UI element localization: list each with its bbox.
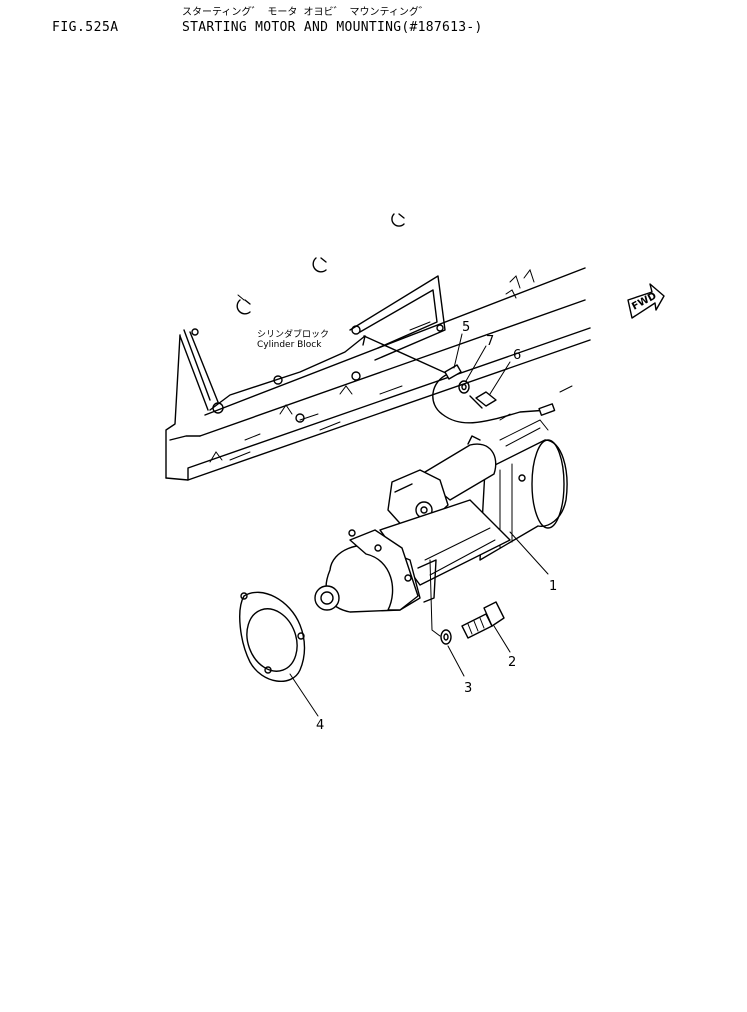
cylinder-block: [165, 213, 591, 481]
callout-4: 4: [316, 718, 324, 733]
washer-part-7: [458, 380, 470, 394]
callout-5: 5: [462, 320, 470, 335]
title-english: STARTING MOTOR AND MOUNTING(#187613-): [182, 20, 483, 35]
starting-motor: [314, 419, 568, 613]
callout-2: 2: [508, 655, 516, 670]
callout-leaders: [289, 333, 549, 717]
cylinder-block-label-jp: シリンダブロック: [257, 328, 329, 340]
bolt-part-2: [461, 601, 505, 639]
ground-cable: [363, 335, 556, 424]
title-japanese: スターティング゛ モータ オヨビ゛ マウンティング゛: [182, 7, 429, 18]
washer-part-3: [429, 559, 452, 645]
callout-7: 7: [486, 334, 494, 349]
callout-3: 3: [464, 681, 472, 696]
callout-6: 6: [513, 348, 521, 363]
cylinder-block-label-en: Cylinder Block: [257, 340, 322, 350]
bolt-part-6: [469, 391, 497, 409]
figure-number: FIG.525A: [52, 20, 119, 35]
callout-1: 1: [549, 579, 557, 594]
gasket-part-4: [239, 591, 306, 683]
forward-arrow-icon: FWD: [627, 283, 665, 319]
